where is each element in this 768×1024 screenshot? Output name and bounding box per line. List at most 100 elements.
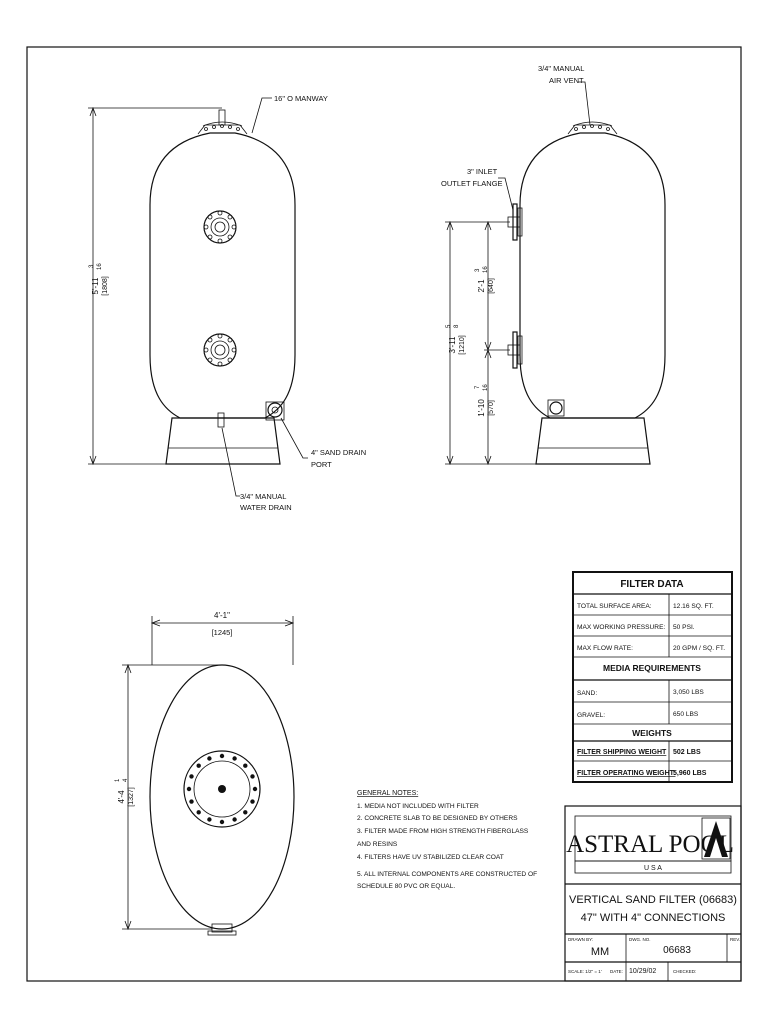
air-vent-stem	[218, 109, 226, 126]
sand-drain-callout-1: 4" SAND DRAIN	[311, 448, 366, 457]
rev-label: REV.	[730, 937, 740, 942]
manway-bolt	[250, 799, 255, 804]
manway-bolt	[207, 756, 212, 761]
inlet-height-dim-mm: [1210]	[459, 335, 466, 355]
water-drain-leader	[221, 427, 240, 497]
sand-drain-leader	[280, 417, 308, 459]
manway-bolt	[189, 774, 194, 779]
note-item: 5. ALL INTERNAL COMPONENTS ARE CONSTRUCT…	[357, 871, 537, 878]
upper-flange-front	[203, 210, 237, 244]
svg-text:4: 4	[123, 778, 129, 782]
plan-outlet-pipe	[211, 923, 233, 933]
note-item: 4. FILTERS HAVE UV STABILIZED CLEAR COAT	[357, 854, 504, 861]
date-value: 10/29/02	[629, 968, 656, 975]
drawing-title-line1: VERTICAL SAND FILTER (06683)	[569, 894, 737, 906]
diameter-dim-mm: [1327]	[128, 787, 135, 807]
svg-text:16: 16	[483, 266, 489, 273]
air-vent-callout-2: AIR VENT	[549, 76, 584, 85]
brand-country: U S A	[644, 865, 662, 872]
tank-base-side	[535, 417, 651, 465]
manway-bolt	[189, 799, 194, 804]
diameter-dim-label: 4'-4	[117, 790, 126, 804]
notes-title: GENERAL NOTES:	[357, 790, 418, 797]
tank-body-front	[149, 132, 296, 419]
sheet-border	[26, 46, 742, 982]
water-drain-valve	[217, 412, 225, 428]
plan-view: 4'-1" [1245] 4'-4 1 4 [1327]	[115, 611, 295, 936]
sand-drain-side	[547, 399, 565, 417]
manway-bolt	[219, 753, 225, 759]
tank-base-front	[165, 417, 281, 465]
media-value: 650 LBS	[673, 711, 699, 718]
lower-dim-mm: [570]	[488, 400, 495, 416]
filter-data-value: 50 PSI.	[673, 624, 695, 631]
lower-dim-label: 1'-10	[477, 399, 486, 417]
weight-label: FILTER OPERATING WEIGHT:	[577, 770, 676, 777]
height-dim-label: 5'-11	[91, 277, 100, 294]
manway-plan-outer	[183, 750, 261, 828]
width-dim-mm: [1245]	[212, 628, 233, 637]
filter-data-title: FILTER DATA	[620, 579, 683, 590]
checked-label: CHECKED:	[673, 969, 696, 974]
manway-bolt	[250, 774, 255, 779]
media-label: GRAVEL:	[577, 712, 605, 719]
drawn-by-label: DRAWN BY:	[568, 937, 593, 942]
weight-value: 502 LBS	[673, 749, 701, 756]
svg-text:7: 7	[475, 385, 481, 389]
spacing-dim-label: 2'-1	[477, 279, 486, 293]
manway-callout: 16" O MANWAY	[274, 94, 328, 103]
title-block: ASTRAL POOL U S A VERTICAL SAND FILTER (…	[564, 805, 742, 982]
inlet-callout-1: 3" INLET	[467, 167, 498, 176]
lower-flange-front	[203, 333, 237, 367]
tank-outline-plan	[149, 664, 295, 930]
sand-drain-callout-2: PORT	[311, 460, 332, 469]
astral-logo-icon	[701, 817, 731, 860]
filter-data-value: 20 GPM / SQ. FT.	[673, 645, 725, 652]
date-label: DATE:	[610, 969, 623, 974]
manway-leader	[251, 97, 272, 134]
manway-bolt	[196, 810, 201, 815]
manway-bolt	[207, 817, 212, 822]
spacing-dim-mm: [640]	[488, 278, 495, 294]
svg-text:3: 3	[475, 268, 481, 272]
scale-label: SCALE: 1/2" = 1'	[568, 969, 602, 974]
sand-drain-port	[265, 401, 285, 421]
drawn-by-value: MM	[591, 946, 609, 958]
manway-bolt	[232, 756, 237, 761]
height-dim-mm: [1808]	[102, 276, 109, 296]
filter-data-label: TOTAL SURFACE AREA:	[577, 603, 652, 610]
inlet-callout-2: OUTLET FLANGE	[441, 179, 503, 188]
svg-text:1: 1	[115, 778, 121, 782]
width-dim-label: 4'-1"	[214, 611, 230, 620]
dwg-no-value: 06683	[663, 945, 691, 956]
weights-title: WEIGHTS	[632, 728, 672, 738]
manway-bolt	[196, 763, 201, 768]
manway-bolt	[252, 786, 258, 792]
note-item: 1. MEDIA NOT INCLUDED WITH FILTER	[357, 803, 479, 810]
svg-text:5: 5	[446, 324, 452, 328]
svg-text:8: 8	[454, 324, 460, 328]
upper-flange-side	[507, 203, 523, 241]
air-vent-callout-1: 3/4" MANUAL	[538, 64, 584, 73]
filter-data-label: MAX FLOW RATE:	[577, 645, 633, 652]
manway-bolts	[204, 124, 240, 131]
manway-bolt	[243, 763, 248, 768]
filter-data-value: 12.16 SQ. FT.	[673, 603, 714, 610]
front-elevation-view: 5'-11 3 16 [1808] 16" O MANWAY 4" SAND D…	[88, 94, 366, 512]
manway-bolt	[243, 810, 248, 815]
media-requirements-title: MEDIA REQUIREMENTS	[603, 663, 701, 673]
weight-label: FILTER SHIPPING WEIGHT	[577, 749, 667, 756]
filter-data-label: MAX WORKING PRESSURE:	[577, 624, 665, 631]
inlet-height-dim-label: 3'-11	[448, 336, 457, 353]
inlet-leader	[498, 177, 514, 211]
tank-body-side	[519, 132, 666, 419]
general-notes: GENERAL NOTES: 1. MEDIA NOT INCLUDED WIT…	[357, 790, 537, 890]
svg-text:16: 16	[483, 384, 489, 391]
media-label: SAND:	[577, 690, 597, 697]
media-value: 3,050 LBS	[673, 689, 704, 696]
air-vent-leader	[578, 81, 591, 126]
svg-text:16: 16	[97, 263, 103, 270]
side-elevation-view: 3'-11 5 8 [1210] 2'-1 3 16 [640] 1'-10 7…	[441, 64, 666, 466]
manway-bolt	[186, 786, 192, 792]
